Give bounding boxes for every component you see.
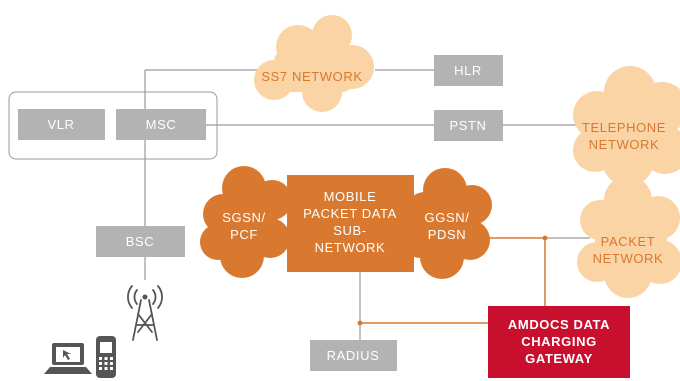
- packet-network-label-2: NETWORK: [593, 251, 664, 266]
- sgsn-label-1: SGSN/: [222, 210, 265, 225]
- sgsn-label-2: PCF: [230, 227, 258, 242]
- amdocs-label-2: CHARGING: [521, 334, 597, 349]
- mobile-phone-icon: [96, 336, 116, 378]
- vlr-label: VLR: [47, 117, 74, 132]
- bsc-box: [96, 226, 185, 257]
- radius-label: RADIUS: [327, 348, 380, 363]
- packet-network-label-1: PACKET: [601, 234, 656, 249]
- vlr-box: [18, 109, 105, 140]
- ggsn-label-2: PDSN: [428, 227, 467, 242]
- mobile-label-4: NETWORK: [315, 240, 386, 255]
- telephone-network-label-2: NETWORK: [589, 137, 660, 152]
- junction-dot: [542, 235, 548, 241]
- sgsn-pcf-cloud: [200, 166, 292, 278]
- amdocs-gateway-box: [488, 306, 630, 378]
- msc-box: [116, 109, 206, 140]
- amdocs-label-1: AMDOCS DATA: [508, 317, 610, 332]
- telephone-network-cloud: [573, 66, 680, 186]
- packet-network-cloud: [577, 176, 680, 298]
- mobile-label-1: MOBILE: [324, 189, 377, 204]
- grey-connectors: [144, 69, 590, 340]
- radius-box: [310, 340, 397, 371]
- msc-label: MSC: [146, 117, 177, 132]
- ss7-network-cloud: [254, 15, 374, 112]
- ggsn-pdsn-cloud: [402, 168, 492, 279]
- mobile-label-2: PACKET DATA: [303, 206, 397, 221]
- telephone-network-label-1: TELEPHONE: [582, 120, 666, 135]
- pstn-label: PSTN: [449, 118, 486, 133]
- hlr-label: HLR: [454, 63, 482, 78]
- laptop-icon: [44, 343, 92, 374]
- mobile-packet-data-box: [287, 175, 414, 272]
- mobile-label-3: SUB-: [333, 223, 366, 238]
- junction-dot: [357, 320, 363, 326]
- amdocs-label-3: GATEWAY: [525, 351, 593, 366]
- cell-tower-icon: [127, 285, 163, 341]
- bsc-label: BSC: [126, 234, 155, 249]
- ss7-network-label: SS7 NETWORK: [261, 69, 362, 84]
- hlr-box: [434, 55, 503, 86]
- vlr-msc-group: [8, 91, 218, 160]
- ggsn-label-1: GGSN/: [425, 210, 470, 225]
- pstn-box: [434, 110, 503, 141]
